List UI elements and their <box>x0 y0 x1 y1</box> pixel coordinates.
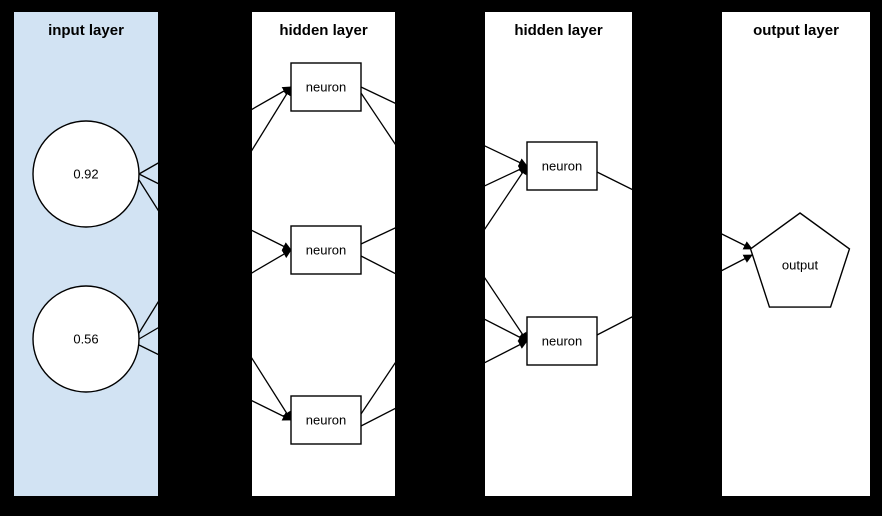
hidden1-neuron-2[interactable]: neuron <box>290 225 362 275</box>
hidden2-neuron-1-shape <box>526 141 598 191</box>
edge-in2-h1n2 <box>138 249 292 340</box>
panel-input-layer: input layer <box>14 12 158 496</box>
edge-h1n3-h2n2 <box>360 340 528 427</box>
hidden2-neuron-2[interactable]: neuron <box>526 316 598 366</box>
hidden2-neuron-2-shape <box>526 316 598 366</box>
edge-in1-h1n1 <box>138 86 292 175</box>
hidden1-neuron-2-label: neuron <box>306 243 346 258</box>
edges-group <box>138 86 753 427</box>
hidden1-neuron-1-label: neuron <box>306 80 346 95</box>
panel-hidden-layer-2: hidden layer <box>485 12 632 496</box>
hidden1-neuron-3[interactable]: neuron <box>290 395 362 445</box>
edge-in1-h1n2 <box>138 173 292 251</box>
input-node-1[interactable]: 0.92 <box>32 120 140 228</box>
hidden2-neuron-1-label: neuron <box>542 159 582 174</box>
hidden-layer-2-title: hidden layer <box>514 22 603 39</box>
edge-h1n1-h2n2 <box>360 92 528 342</box>
edge-in2-h1n1 <box>138 86 292 334</box>
input-layer-title: input layer <box>48 22 124 39</box>
edge-h1n2-h2n1 <box>360 165 528 245</box>
output-node-shape <box>749 212 851 308</box>
edge-h2n1-output <box>596 171 753 250</box>
hidden1-neuron-3-label: neuron <box>306 413 346 428</box>
edge-h1n3-h2n1 <box>360 165 528 415</box>
edge-h1n1-h2n1 <box>360 86 528 167</box>
input-node-1-label: 0.92 <box>73 167 98 182</box>
output-node-label: output <box>782 258 819 273</box>
input-node-1-shape <box>32 120 140 228</box>
hidden2-neuron-1[interactable]: neuron <box>526 141 598 191</box>
edge-h1n2-h2n2 <box>360 255 528 342</box>
hidden1-neuron-2-shape <box>290 225 362 275</box>
input-node-2[interactable]: 0.56 <box>32 285 140 393</box>
input-node-2-shape <box>32 285 140 393</box>
edge-in1-h1n3 <box>138 179 292 421</box>
edge-h2n2-output <box>596 254 753 336</box>
nodes-group: 0.92 0.56 neuron neuron neuron neuron neuron ou… <box>32 62 851 445</box>
hidden1-neuron-1[interactable]: neuron <box>290 62 362 112</box>
hidden1-neuron-1-shape <box>290 62 362 112</box>
output-layer-title: output layer <box>753 22 839 39</box>
edge-in2-h1n3 <box>138 344 292 421</box>
output-node[interactable]: output <box>749 212 851 308</box>
hidden2-neuron-2-label: neuron <box>542 334 582 349</box>
input-node-2-label: 0.56 <box>73 332 98 347</box>
hidden-layer-1-title: hidden layer <box>279 22 368 39</box>
hidden1-neuron-3-shape <box>290 395 362 445</box>
